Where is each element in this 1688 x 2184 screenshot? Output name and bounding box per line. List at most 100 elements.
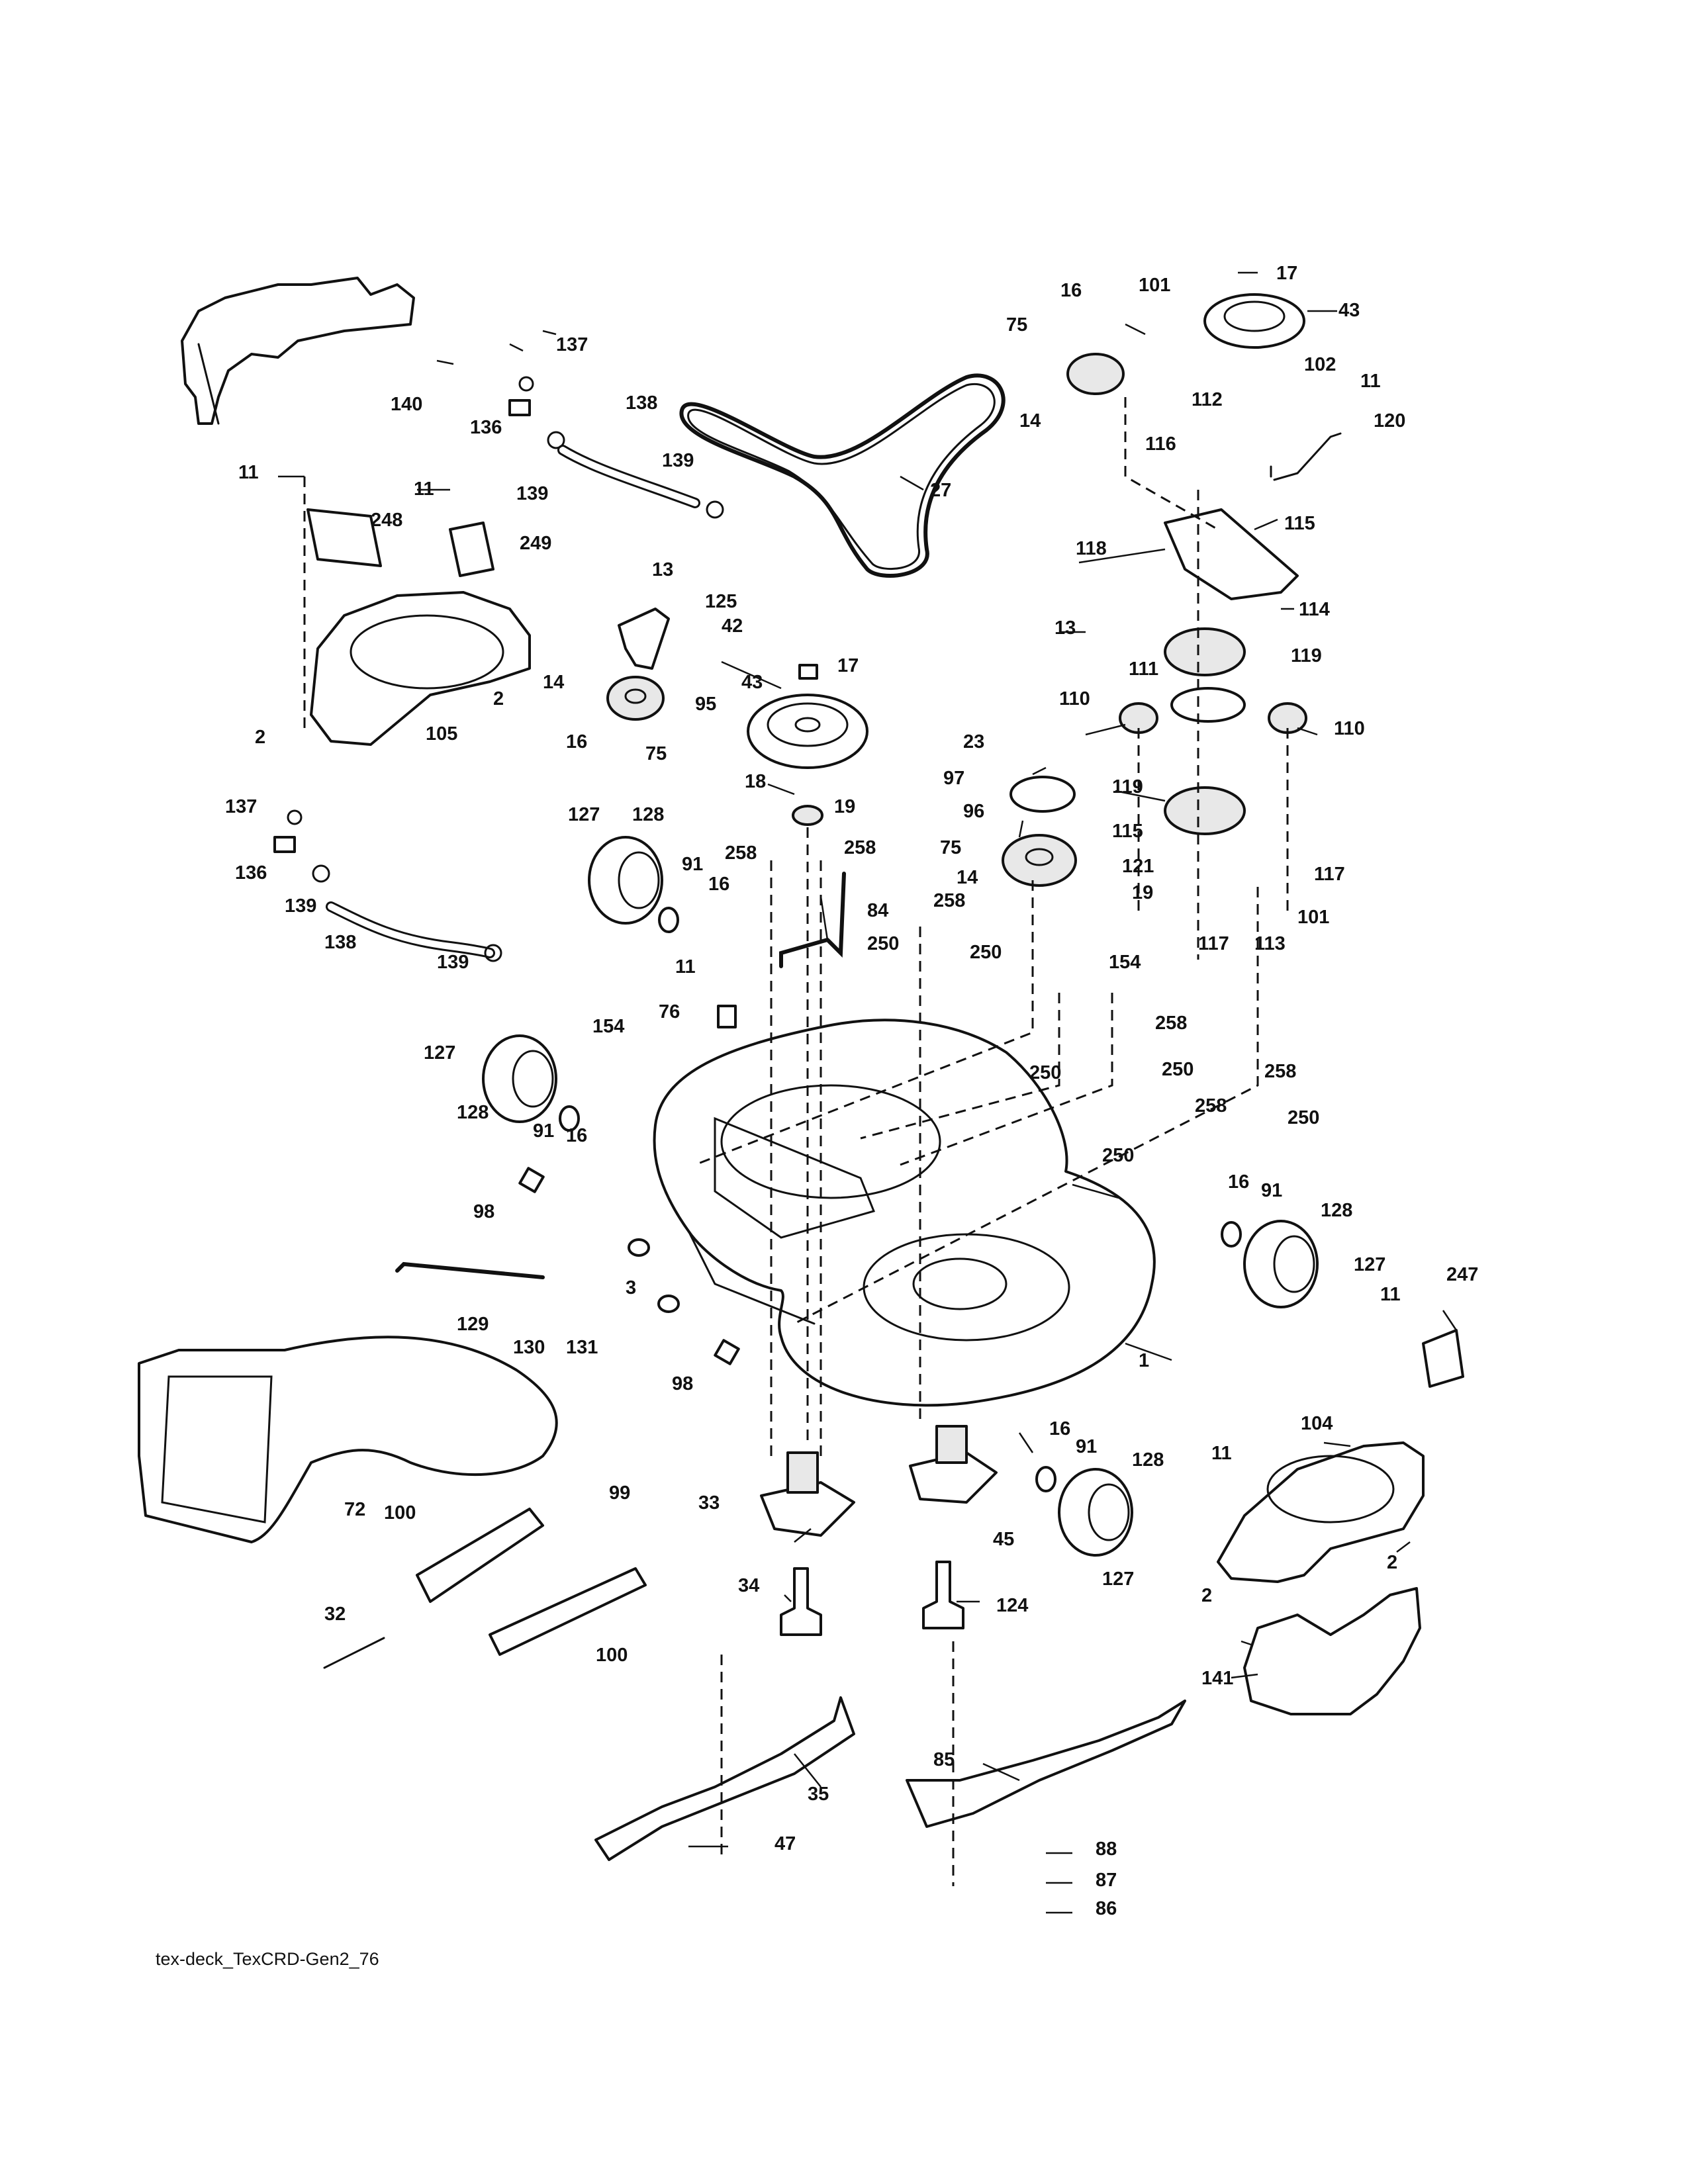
part-139-clamp-a bbox=[547, 431, 565, 449]
callout-42: 42 bbox=[722, 615, 743, 637]
callout-75-left: 75 bbox=[645, 743, 667, 764]
part-119-gear-upper bbox=[1164, 627, 1246, 676]
part-128-wheel-mid-left bbox=[482, 1034, 557, 1123]
callout-72: 72 bbox=[344, 1499, 365, 1520]
callout-258-e: 258 bbox=[1264, 1061, 1296, 1082]
callout-35: 35 bbox=[808, 1784, 829, 1805]
callout-127-right: 127 bbox=[1354, 1254, 1385, 1275]
part-98-bolt-upper bbox=[518, 1167, 545, 1193]
part-76-fitting bbox=[717, 1005, 737, 1028]
part-247-bracket bbox=[1422, 1329, 1464, 1388]
callout-2-top: 2 bbox=[493, 688, 504, 709]
callout-33: 33 bbox=[698, 1492, 720, 1514]
part-119-gear-lower bbox=[1164, 786, 1246, 835]
part-3-nut-a bbox=[628, 1238, 650, 1257]
part-27-belt bbox=[679, 373, 1006, 578]
callout-131: 131 bbox=[566, 1337, 598, 1358]
callout-139-top-left: 139 bbox=[516, 483, 548, 504]
callout-16-top: 16 bbox=[1060, 280, 1082, 301]
part-17-nut-center bbox=[798, 664, 818, 680]
callout-14-center: 14 bbox=[957, 867, 978, 888]
callout-16-left: 16 bbox=[566, 731, 587, 752]
parts-drawing bbox=[138, 277, 1464, 1861]
part-91-washer-b bbox=[559, 1105, 580, 1132]
callout-127-bottom: 127 bbox=[1102, 1569, 1134, 1590]
callout-258-d: 258 bbox=[1155, 1013, 1187, 1034]
callout-125: 125 bbox=[705, 591, 737, 612]
callout-139-lower-left: 139 bbox=[285, 895, 316, 917]
callout-45: 45 bbox=[993, 1529, 1014, 1550]
callout-250-c: 250 bbox=[1029, 1062, 1061, 1083]
callout-100-lower: 100 bbox=[596, 1645, 628, 1666]
callout-119-top: 119 bbox=[1291, 645, 1322, 666]
callout-128-mid: 128 bbox=[457, 1102, 489, 1123]
callout-98-lower: 98 bbox=[672, 1373, 693, 1394]
part-98-bolt-lower bbox=[714, 1339, 740, 1365]
part-118-plate bbox=[1164, 508, 1299, 600]
callout-87: 87 bbox=[1096, 1870, 1117, 1891]
callout-112: 112 bbox=[1192, 389, 1223, 410]
part-139-clamp-d bbox=[484, 944, 502, 962]
callout-91-bottom: 91 bbox=[1076, 1436, 1097, 1457]
part-97-washer bbox=[1009, 776, 1076, 813]
callout-105: 105 bbox=[426, 723, 457, 745]
callout-128-upper: 128 bbox=[632, 804, 664, 825]
part-72-chute bbox=[138, 1336, 558, 1543]
callout-113: 113 bbox=[1254, 933, 1286, 954]
callout-139-top-right: 139 bbox=[662, 450, 694, 471]
callout-88: 88 bbox=[1096, 1839, 1117, 1860]
callout-11-mid: 11 bbox=[675, 956, 696, 978]
callout-43-center: 43 bbox=[741, 672, 763, 693]
callout-75-top: 75 bbox=[1006, 314, 1027, 336]
part-249-bracket bbox=[449, 522, 494, 577]
callout-91-mid: 91 bbox=[533, 1120, 554, 1142]
part-91-washer-a bbox=[658, 907, 679, 933]
callout-101-right: 101 bbox=[1297, 907, 1329, 928]
part-139-clamp-b bbox=[706, 500, 724, 519]
callout-16-right: 16 bbox=[1228, 1171, 1249, 1193]
callout-99: 99 bbox=[609, 1482, 630, 1504]
callout-111: 111 bbox=[1129, 659, 1158, 680]
callout-11-left2: 11 bbox=[414, 478, 434, 500]
part-137-clip-lower bbox=[287, 809, 303, 825]
callout-11-right: 11 bbox=[1380, 1284, 1401, 1305]
callout-91-right: 91 bbox=[1261, 1180, 1282, 1201]
part-3-nut-b bbox=[657, 1295, 680, 1313]
callout-137-lower: 137 bbox=[225, 796, 257, 817]
callout-96: 96 bbox=[963, 801, 984, 822]
callout-154-b: 154 bbox=[592, 1016, 624, 1037]
part-140-shield bbox=[181, 277, 415, 425]
callout-128-bottom: 128 bbox=[1132, 1449, 1164, 1471]
callout-127-mid: 127 bbox=[424, 1042, 455, 1064]
callout-138-top: 138 bbox=[626, 392, 657, 414]
callout-248: 248 bbox=[371, 510, 402, 531]
callout-250-b: 250 bbox=[970, 942, 1002, 963]
callout-97: 97 bbox=[943, 768, 964, 789]
callout-85: 85 bbox=[933, 1749, 955, 1770]
callout-124: 124 bbox=[996, 1595, 1028, 1616]
callout-141: 141 bbox=[1201, 1668, 1233, 1689]
part-91-washer-d bbox=[1035, 1466, 1056, 1492]
callout-3: 3 bbox=[626, 1277, 636, 1298]
part-111-gasket bbox=[1170, 687, 1246, 723]
part-75-idler-pulley-top bbox=[1066, 353, 1125, 395]
callout-18: 18 bbox=[745, 771, 766, 792]
part-248-bracket bbox=[306, 508, 382, 567]
part-99-bracket-upper bbox=[416, 1508, 544, 1603]
callout-14-left: 14 bbox=[543, 672, 564, 693]
callout-127-upper: 127 bbox=[568, 804, 600, 825]
callout-32: 32 bbox=[324, 1604, 346, 1625]
callout-258-a: 258 bbox=[725, 842, 757, 864]
part-75-idler-pulley-center bbox=[1002, 834, 1077, 887]
part-141-guard bbox=[1243, 1587, 1421, 1715]
part-139-clamp-c bbox=[312, 864, 330, 883]
callout-129: 129 bbox=[457, 1314, 489, 1335]
part-104-belt-cover bbox=[1217, 1441, 1425, 1583]
callout-98-upper: 98 bbox=[473, 1201, 494, 1222]
callout-2-bottom: 2 bbox=[1201, 1585, 1212, 1606]
callout-2-right: 2 bbox=[1387, 1552, 1397, 1573]
callout-136-lower: 136 bbox=[235, 862, 267, 884]
callout-2-left: 2 bbox=[255, 727, 265, 748]
assembly-lines bbox=[303, 397, 1289, 1886]
part-125-idler-bracket bbox=[618, 608, 670, 670]
